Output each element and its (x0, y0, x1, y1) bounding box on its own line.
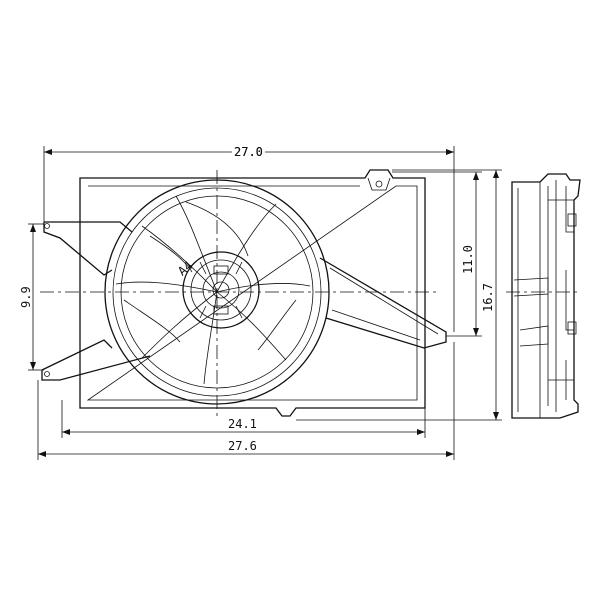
dimension-label-24-1: 24.1 (228, 417, 257, 431)
dimension-overall-height: 16.7 (296, 169, 502, 421)
shroud-frame (79, 169, 426, 417)
dimension-mount-spacing: 9.9 (19, 223, 44, 371)
dimension-label-11-0: 11.0 (461, 245, 475, 274)
dimension-overall-width-bottom: 27.6 (37, 342, 455, 460)
mounting-arms (41, 221, 447, 381)
dimension-label-27-6: 27.6 (228, 439, 257, 453)
dimension-label-9-9: 9.9 (19, 286, 33, 308)
motor-label: A4 (175, 258, 195, 278)
dimension-overall-width-top: 27.0 27.0 (43, 142, 455, 332)
dimension-label-27-0-fg: 27.0 (234, 145, 263, 159)
side-view (506, 173, 581, 419)
dimension-label-16-7: 16.7 (481, 283, 495, 312)
dimension-height-upper: 11.0 (392, 171, 482, 337)
dimension-shroud-width: 24.1 (61, 400, 426, 438)
fan-blades (115, 195, 311, 385)
dimension-label-27-0: 27.0 (234, 145, 263, 159)
center-lines (40, 170, 440, 420)
